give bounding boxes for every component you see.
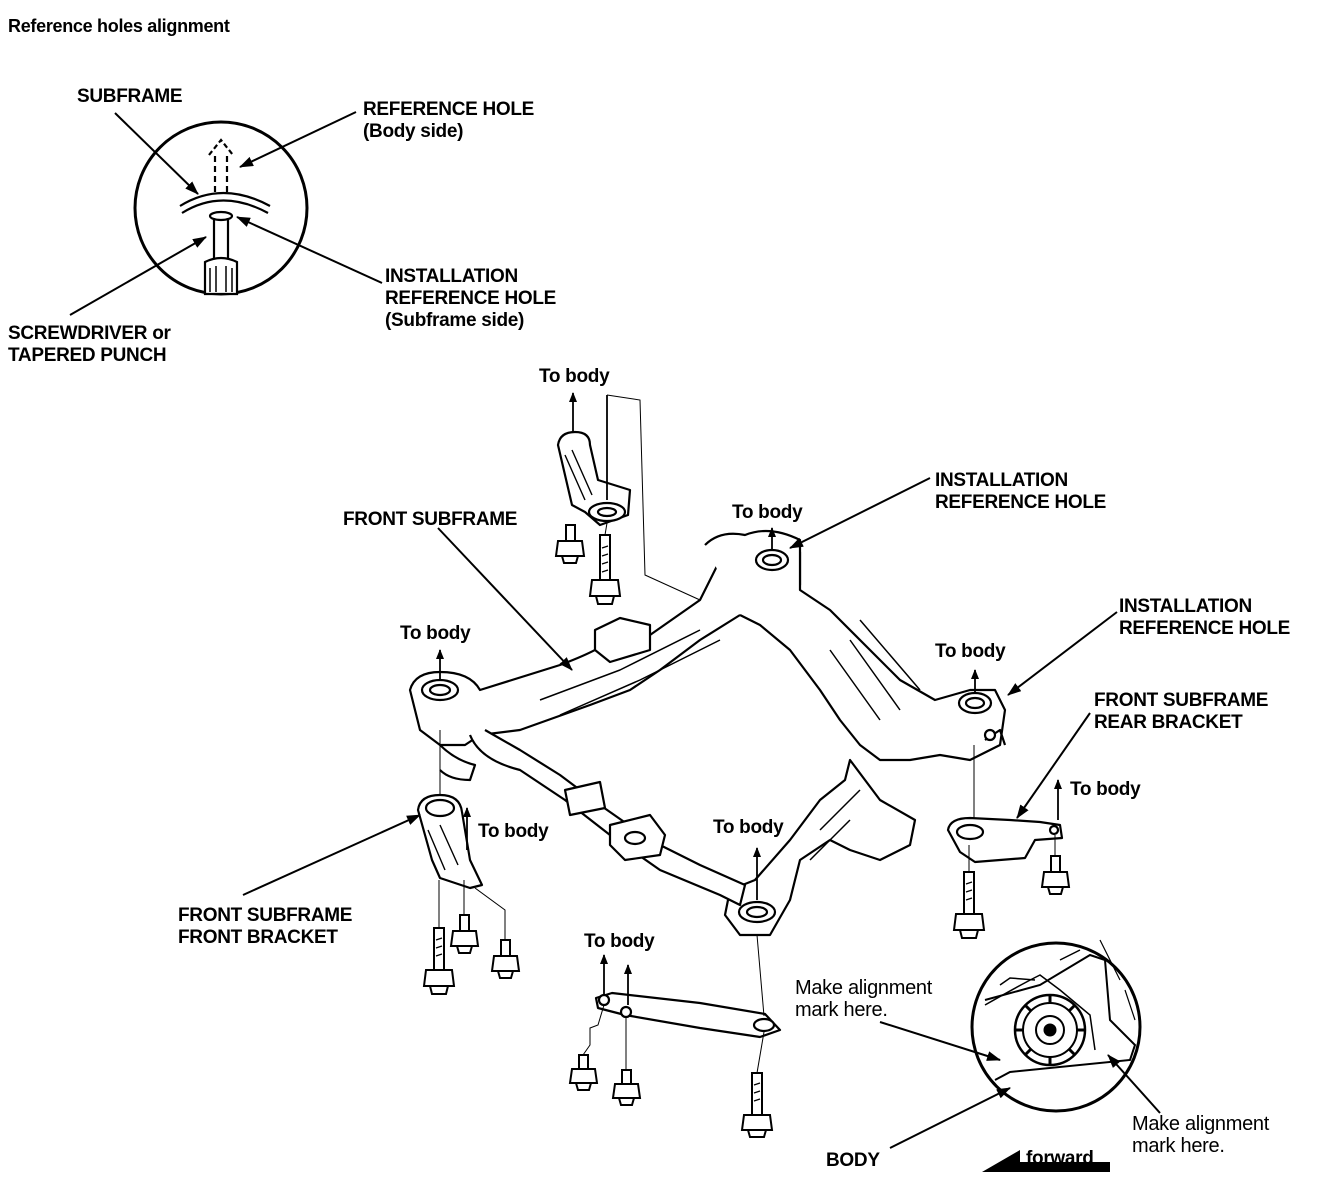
label-tool: SCREWDRIVER or TAPERED PUNCH bbox=[8, 323, 171, 367]
label-alignment-mark-1: Make alignment mark here. bbox=[795, 977, 932, 1021]
label-line: (Subframe side) bbox=[385, 310, 525, 331]
label-subframe: SUBFRAME bbox=[77, 86, 183, 107]
label-line: REFERENCE HOLE bbox=[1119, 618, 1291, 639]
bolts bbox=[422, 524, 1071, 1138]
bolt bbox=[449, 914, 480, 954]
label-to-body-bottom-mount: To body bbox=[713, 817, 784, 838]
rear-bracket-shape bbox=[946, 816, 1064, 864]
label-line: INSTALLATION bbox=[385, 266, 518, 287]
label-reference-hole: REFERENCE HOLE (Body side) bbox=[363, 99, 534, 143]
label-line: FRONT SUBFRAME bbox=[178, 905, 353, 926]
assembly-lines bbox=[438, 394, 1056, 1074]
label-front-bracket: FRONT SUBFRAME FRONT BRACKET bbox=[178, 905, 352, 949]
label-forward: forward bbox=[1026, 1148, 1094, 1169]
label-to-body-rear-bracket: To body bbox=[1070, 779, 1141, 800]
bolt bbox=[554, 524, 586, 564]
label-line: REFERENCE HOLE bbox=[363, 99, 535, 120]
detail-leaders bbox=[69, 111, 383, 316]
forward-arrow-icon bbox=[982, 1150, 1110, 1172]
bolt bbox=[952, 871, 986, 939]
diagram-title: Reference holes alignment bbox=[8, 16, 230, 36]
label-to-body-left-mount: To body bbox=[400, 623, 471, 644]
label-line: REFERENCE HOLE bbox=[385, 288, 557, 309]
bolt bbox=[1040, 855, 1071, 895]
label-line: REAR BRACKET bbox=[1094, 712, 1243, 733]
label-body: BODY bbox=[826, 1150, 880, 1171]
label-to-body-top-mount: To body bbox=[732, 502, 803, 523]
label-to-body-right-mount: To body bbox=[935, 641, 1006, 662]
to-body-arrows bbox=[436, 392, 1062, 1005]
front-bracket-shape bbox=[416, 793, 484, 890]
label-line: FRONT BRACKET bbox=[178, 927, 338, 948]
lower-stiffener bbox=[594, 991, 782, 1039]
top-bracket bbox=[556, 430, 632, 527]
bolt bbox=[490, 939, 521, 979]
alignment-detail-circle bbox=[970, 939, 1142, 1113]
label-line: INSTALLATION bbox=[935, 470, 1068, 491]
label-line: mark here. bbox=[795, 999, 888, 1021]
label-to-body-stiffener: To body bbox=[584, 931, 655, 952]
label-installation-reference-hole-2: INSTALLATION REFERENCE HOLE bbox=[1119, 596, 1290, 640]
label-front-subframe: FRONT SUBFRAME bbox=[343, 509, 518, 530]
bolt bbox=[611, 1069, 642, 1106]
label-line: SCREWDRIVER or bbox=[8, 323, 171, 344]
label-rear-bracket: FRONT SUBFRAME REAR BRACKET bbox=[1094, 690, 1268, 734]
detail-circle bbox=[133, 120, 309, 296]
bolt bbox=[568, 1054, 599, 1091]
label-line: TAPERED PUNCH bbox=[8, 345, 167, 366]
label-installation-reference-hole-detail: INSTALLATION REFERENCE HOLE (Subframe si… bbox=[385, 266, 556, 332]
callout-leaders bbox=[242, 477, 1118, 896]
label-installation-reference-hole-1: INSTALLATION REFERENCE HOLE bbox=[935, 470, 1106, 514]
label-to-body-top-bracket: To body bbox=[539, 366, 610, 387]
bolt bbox=[588, 534, 622, 605]
label-line: FRONT SUBFRAME bbox=[1094, 690, 1269, 711]
front-subframe-shape bbox=[408, 529, 1007, 937]
bolt bbox=[422, 927, 456, 995]
label-line: Make alignment bbox=[1132, 1113, 1269, 1135]
label-line: Make alignment bbox=[795, 977, 932, 999]
label-alignment-mark-2: Make alignment mark here. bbox=[1132, 1113, 1269, 1157]
label-to-body-front-bracket: To body bbox=[478, 821, 549, 842]
label-line: REFERENCE HOLE bbox=[935, 492, 1107, 513]
alignment-leaders bbox=[879, 1021, 1161, 1149]
label-line: (Body side) bbox=[363, 121, 464, 142]
bolt bbox=[740, 1072, 774, 1138]
label-line: INSTALLATION bbox=[1119, 596, 1252, 617]
label-line: mark here. bbox=[1132, 1135, 1225, 1157]
